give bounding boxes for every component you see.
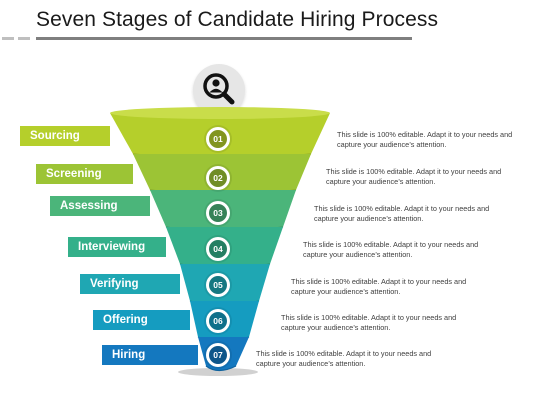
stage-label-offering: Offering	[93, 310, 190, 330]
stage-number: 06	[209, 312, 227, 330]
funnel-separator	[205, 365, 237, 372]
stage-number: 03	[209, 204, 227, 222]
stage-number: 02	[209, 169, 227, 187]
stage-description: This slide is 100% editable. Adapt it to…	[256, 349, 432, 368]
stage-number-badge: 02	[206, 166, 230, 190]
title-underline-accent	[18, 37, 30, 40]
stage-number: 04	[209, 240, 227, 258]
stage-number-badge: 05	[206, 273, 230, 297]
title-underline-accent	[2, 37, 14, 40]
stage-number-badge: 03	[206, 201, 230, 225]
stage-number: 05	[209, 276, 227, 294]
stage-description: This slide is 100% editable. Adapt it to…	[291, 277, 467, 296]
stage-number-badge: 06	[206, 309, 230, 333]
stage-label-hiring: Hiring	[102, 345, 198, 365]
stage-number: 07	[209, 346, 227, 364]
stage-number-badge: 04	[206, 237, 230, 261]
page-title: Seven Stages of Candidate Hiring Process	[36, 8, 439, 31]
stage-label-sourcing: Sourcing	[20, 126, 110, 146]
title-underline	[36, 37, 412, 40]
stage-number: 01	[209, 130, 227, 148]
funnel-rim	[110, 107, 330, 119]
stage-description: This slide is 100% editable. Adapt it to…	[337, 130, 513, 149]
stage-description: This slide is 100% editable. Adapt it to…	[314, 204, 490, 223]
stage-label-assessing: Assessing	[50, 196, 150, 216]
stage-label-screening: Screening	[36, 164, 133, 184]
stage-description: This slide is 100% editable. Adapt it to…	[326, 167, 502, 186]
stage-label-interviewing: Interviewing	[68, 237, 166, 257]
stage-description: This slide is 100% editable. Adapt it to…	[281, 313, 457, 332]
funnel-shadow	[178, 368, 258, 376]
stage-label-verifying: Verifying	[80, 274, 180, 294]
stage-number-badge: 01	[206, 127, 230, 151]
stage-description: This slide is 100% editable. Adapt it to…	[303, 240, 479, 259]
stage-number-badge: 07	[206, 343, 230, 367]
